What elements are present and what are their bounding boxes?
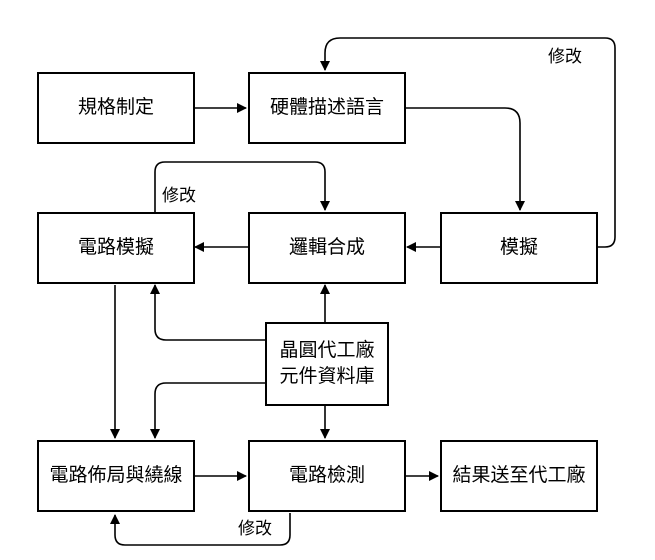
node-check: 電路檢測 [248,440,406,512]
arrow-library-to-layout [150,382,265,439]
node-circuit-sim: 電路模擬 [37,212,195,284]
node-spec: 規格制定 [37,72,195,144]
node-library: 晶圓代工廠 元件資料庫 [265,322,389,406]
arrow-sim-to-hdl-modify [320,37,616,248]
library-line-2: 元件資料庫 [279,365,375,387]
arrow-hdl-to-sim [405,107,525,211]
label-modify-sim-hdl: 修改 [548,47,582,67]
node-sim: 模擬 [440,212,598,284]
node-hdl: 硬體描述語言 [248,72,406,144]
library-line-1: 晶圓代工廠 [279,339,375,362]
node-synth: 邏輯合成 [248,212,406,284]
label-modify-check-layout: 修改 [238,519,272,539]
node-tapeout: 結果送至代工廠 [440,440,598,512]
arrow-check-to-layout-modify [110,513,291,546]
arrow-circuit-sim-to-synth-modify [154,161,330,212]
node-layout: 電路佈局與繞線 [37,440,195,512]
arrow-library-to-circuit-sim [150,284,265,341]
label-modify-circuit-sim-synth: 修改 [162,186,196,206]
